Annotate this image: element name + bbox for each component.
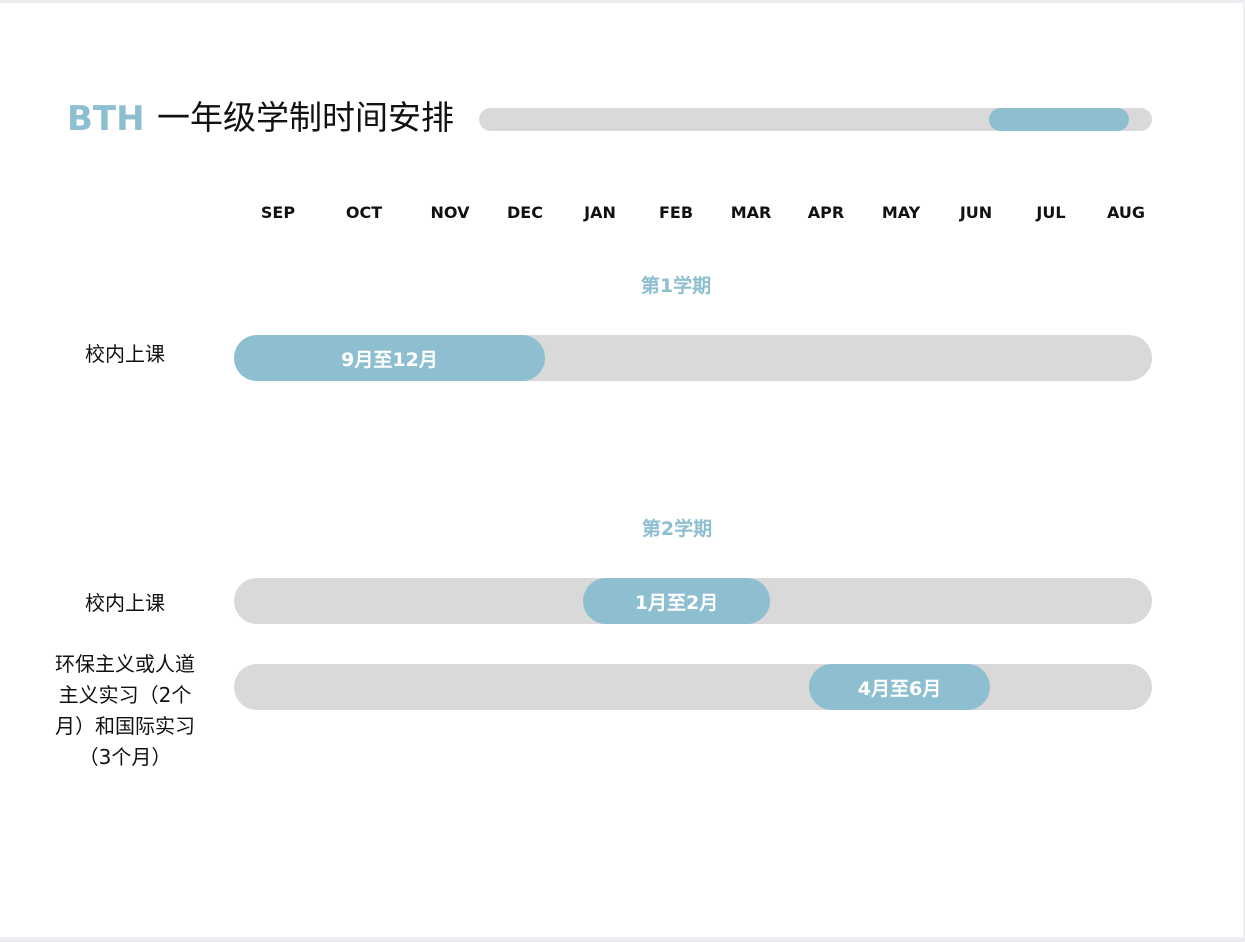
month-label: SEP xyxy=(260,203,296,222)
timeline-bar: 9月至12月 xyxy=(234,335,545,381)
semester-1-heading: 第1学期 xyxy=(640,275,712,297)
timeline-track: 4月至6月 xyxy=(234,664,1152,710)
month-label: DEC xyxy=(507,203,543,222)
month-label: JUN xyxy=(959,203,993,222)
month-label: NOV xyxy=(430,203,470,222)
timeline-track: 1月至2月 xyxy=(234,578,1152,624)
timeline-bar: 4月至6月 xyxy=(809,664,990,710)
title-decoration-track xyxy=(479,108,1152,131)
month-label: MAY xyxy=(881,203,921,222)
month-label: JAN xyxy=(584,203,616,222)
row-label-campus-classes: 校内上课 xyxy=(85,342,165,366)
month-label: AUG xyxy=(1106,203,1145,222)
row-label-internships: 环保主义或人道主义实习（2个月）和国际实习（3个月） xyxy=(55,652,195,769)
month-label: OCT xyxy=(345,203,383,222)
page-title: 一年级学制时间安排 xyxy=(157,98,454,137)
month-label: MAR xyxy=(730,203,772,222)
semester-2-heading: 第2学期 xyxy=(641,518,713,540)
title-decoration-accent xyxy=(989,108,1129,131)
month-label: FEB xyxy=(658,203,694,222)
month-label: JUL xyxy=(1036,203,1066,222)
row-label-campus-classes: 校内上课 xyxy=(85,591,165,615)
month-label: APR xyxy=(807,203,845,222)
brand-logo-text: BTH xyxy=(67,99,145,139)
slide: BTH 一年级学制时间安排 SEP OCT NOV DEC JAN FEB MA… xyxy=(0,3,1243,937)
timeline-bar: 1月至2月 xyxy=(583,578,770,624)
timeline-track: 9月至12月 xyxy=(234,335,1152,381)
